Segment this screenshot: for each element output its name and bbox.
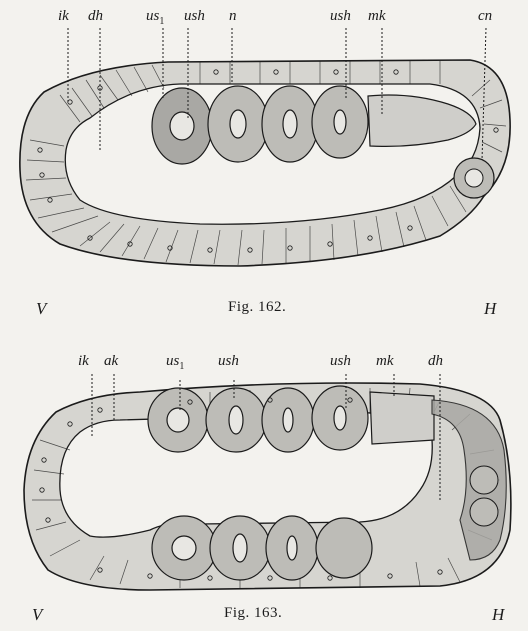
fig163-label-ak: ak [104,354,118,369]
fig162-label-ush: ush [184,9,205,24]
fig163-somites-upper [148,386,434,452]
fig163-label-ush-2: ush [330,354,351,369]
fig163-label-dh: dh [428,354,443,369]
fig163-corner-v: V [32,606,42,623]
fig163-label-ik: ik [78,354,89,369]
fig163-somites-lower [152,516,372,580]
fig162-label-mk: mk [368,9,386,24]
fig162-label-ik: ik [58,9,69,24]
fig163-corner-h: H [492,606,504,623]
fig162-label-dh: dh [88,9,103,24]
fig163-label-ush: ush [218,354,239,369]
fig162-corner-v: V [36,300,46,317]
fig162-label-ush-2: ush [330,9,351,24]
fig162-label-n: n [229,9,237,24]
fig163-label-us1: us1 [166,354,184,372]
fig163-caption: Fig. 163. [224,606,282,621]
fig162-corner-h: H [484,300,496,317]
fig162-caption: Fig. 162. [228,300,286,315]
fig162-label-us1: us1 [146,9,164,27]
fig163-label-mk: mk [376,354,394,369]
fig162-label-cn: cn [478,9,492,24]
